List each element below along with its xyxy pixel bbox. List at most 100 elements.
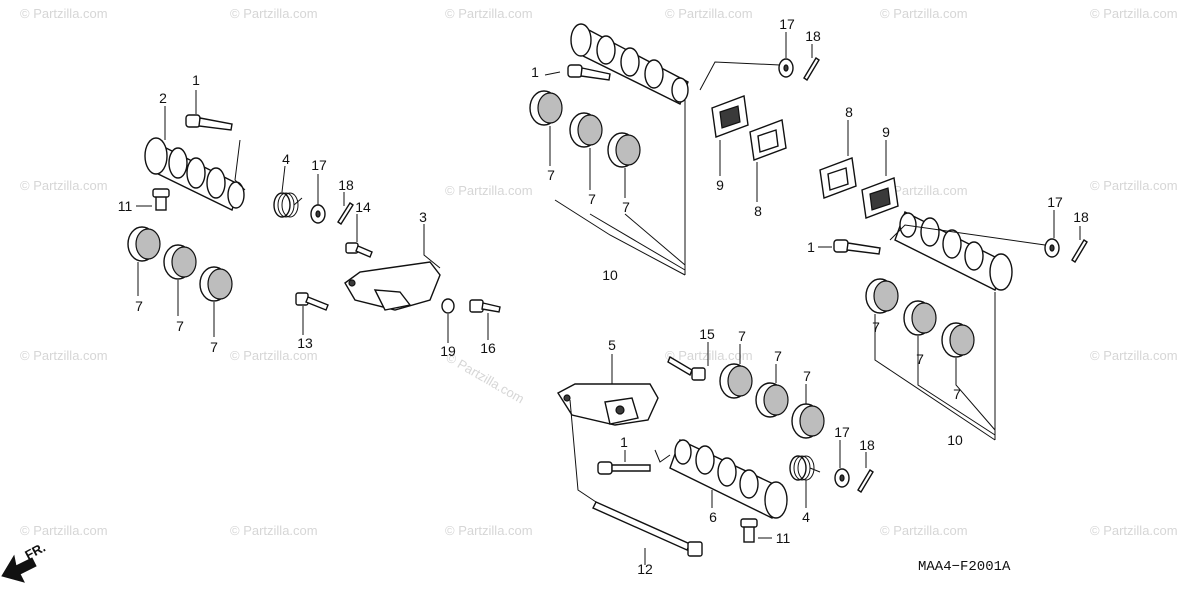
callout-7[interactable]: 7 bbox=[916, 351, 924, 367]
bearing-ring-part-7[interactable] bbox=[941, 322, 975, 358]
bolt-part-12[interactable] bbox=[592, 501, 703, 557]
callout-10[interactable]: 10 bbox=[947, 432, 963, 448]
callout-17[interactable]: 17 bbox=[1047, 194, 1063, 210]
callout-5[interactable]: 5 bbox=[608, 337, 616, 353]
callout-7[interactable]: 7 bbox=[210, 339, 218, 355]
washer-part-17[interactable] bbox=[778, 58, 794, 78]
callout-19[interactable]: 19 bbox=[440, 343, 456, 359]
callout-12[interactable]: 12 bbox=[637, 561, 653, 577]
bearing-ring-part-7[interactable] bbox=[607, 132, 641, 168]
callout-16[interactable]: 16 bbox=[480, 340, 496, 356]
callout-7[interactable]: 7 bbox=[803, 368, 811, 384]
watermark: © Partzilla.com bbox=[1090, 348, 1178, 363]
washer-part-17[interactable] bbox=[310, 204, 326, 224]
diagram-code: MAA4−F2001A bbox=[918, 559, 1011, 575]
bolt-part-15[interactable] bbox=[667, 355, 706, 381]
camshaft-part[interactable] bbox=[570, 23, 689, 105]
watermark-layer: © Partzilla.com © Partzilla.com © Partzi… bbox=[20, 6, 1178, 538]
callout-7[interactable]: 7 bbox=[953, 386, 961, 402]
callout-6[interactable]: 6 bbox=[709, 509, 717, 525]
camshaft-upper-left-group bbox=[127, 90, 501, 343]
watermark: © Partzilla.com bbox=[444, 350, 527, 407]
direction-label: FR. bbox=[22, 540, 48, 563]
callout-1[interactable]: 1 bbox=[531, 64, 539, 80]
bearing-ring-part-7[interactable] bbox=[529, 90, 563, 126]
callout-2[interactable]: 2 bbox=[159, 90, 167, 106]
callout-15[interactable]: 15 bbox=[699, 326, 715, 342]
bolt-part-1[interactable] bbox=[185, 114, 233, 131]
bearing-ring-part-7[interactable] bbox=[791, 403, 825, 439]
pin-part-18[interactable] bbox=[337, 202, 354, 225]
callout-7[interactable]: 7 bbox=[738, 328, 746, 344]
callout-1[interactable]: 1 bbox=[807, 239, 815, 255]
callout-4[interactable]: 4 bbox=[802, 509, 810, 525]
pin-part-18[interactable] bbox=[857, 469, 874, 493]
pin-part-18[interactable] bbox=[803, 57, 820, 81]
callout-7[interactable]: 7 bbox=[547, 167, 555, 183]
bearing-ring-part-7[interactable] bbox=[569, 112, 603, 148]
callout-17[interactable]: 17 bbox=[311, 157, 327, 173]
bolt-part-16[interactable] bbox=[469, 299, 501, 313]
callout-9[interactable]: 9 bbox=[882, 124, 890, 140]
plate-part-8[interactable] bbox=[819, 157, 857, 199]
camshaft-part-6[interactable] bbox=[669, 439, 788, 519]
callout-1[interactable]: 1 bbox=[620, 434, 628, 450]
callout-7[interactable]: 7 bbox=[176, 318, 184, 334]
spring-part-4[interactable] bbox=[789, 455, 821, 481]
callout-7[interactable]: 7 bbox=[622, 199, 630, 215]
plate-part-9[interactable] bbox=[861, 177, 899, 219]
callout-17[interactable]: 17 bbox=[834, 424, 850, 440]
camshaft-part[interactable] bbox=[894, 211, 1013, 291]
callout-3[interactable]: 3 bbox=[419, 209, 427, 225]
callout-1[interactable]: 1 bbox=[192, 72, 200, 88]
callout-8[interactable]: 8 bbox=[845, 104, 853, 120]
washer-part-17[interactable] bbox=[1044, 238, 1060, 258]
bearing-ring-part-7[interactable] bbox=[127, 226, 161, 262]
callout-18[interactable]: 18 bbox=[338, 177, 354, 193]
callout-7[interactable]: 7 bbox=[774, 348, 782, 364]
callout-11[interactable]: 11 bbox=[118, 198, 133, 214]
watermark: © Partzilla.com bbox=[445, 6, 533, 21]
callout-7[interactable]: 7 bbox=[135, 298, 143, 314]
camshaft-part-2[interactable] bbox=[144, 137, 245, 211]
watermark: © Partzilla.com bbox=[445, 523, 533, 538]
bearing-ring-part-7[interactable] bbox=[719, 363, 753, 399]
bolt-part-13[interactable] bbox=[295, 292, 329, 311]
washer-part-19[interactable] bbox=[441, 298, 455, 314]
pin-part-18[interactable] bbox=[1071, 239, 1088, 263]
watermark: © Partzilla.com bbox=[445, 183, 533, 198]
bearing-ring-part-7[interactable] bbox=[903, 300, 937, 336]
callout-9[interactable]: 9 bbox=[716, 177, 724, 193]
callout-18[interactable]: 18 bbox=[805, 28, 821, 44]
callout-17[interactable]: 17 bbox=[779, 16, 795, 32]
bearing-ring-part-7[interactable] bbox=[199, 266, 233, 302]
spring-part-4[interactable] bbox=[273, 192, 303, 218]
callout-14[interactable]: 14 bbox=[355, 199, 371, 215]
callout-7[interactable]: 7 bbox=[872, 319, 880, 335]
callout-18[interactable]: 18 bbox=[859, 437, 875, 453]
watermark: © Partzilla.com bbox=[665, 348, 753, 363]
bolt-part-14[interactable] bbox=[345, 242, 373, 258]
callout-7[interactable]: 7 bbox=[588, 191, 596, 207]
bracket-part-5[interactable] bbox=[557, 383, 659, 426]
stud-part-11[interactable] bbox=[152, 188, 170, 211]
front-arrow-icon bbox=[1, 554, 37, 583]
plate-part-8[interactable] bbox=[749, 119, 787, 161]
bearing-ring-part-7[interactable] bbox=[865, 278, 899, 314]
washer-part-17[interactable] bbox=[834, 468, 850, 488]
bolt-part-1[interactable] bbox=[833, 239, 881, 255]
callout-8[interactable]: 8 bbox=[754, 203, 762, 219]
callout-18[interactable]: 18 bbox=[1073, 209, 1089, 225]
bolt-part-1[interactable] bbox=[597, 461, 651, 475]
bearing-ring-part-7[interactable] bbox=[163, 244, 197, 280]
callout-4[interactable]: 4 bbox=[282, 151, 290, 167]
plate-part-9[interactable] bbox=[711, 95, 749, 138]
callout-11[interactable]: 11 bbox=[776, 530, 791, 546]
stud-part-11[interactable] bbox=[740, 518, 758, 543]
callout-10[interactable]: 10 bbox=[602, 267, 618, 283]
bearing-ring-part-7[interactable] bbox=[755, 382, 789, 418]
bracket-part-3[interactable] bbox=[344, 261, 441, 311]
bolt-part-1[interactable] bbox=[567, 64, 611, 81]
callout-13[interactable]: 13 bbox=[297, 335, 313, 351]
